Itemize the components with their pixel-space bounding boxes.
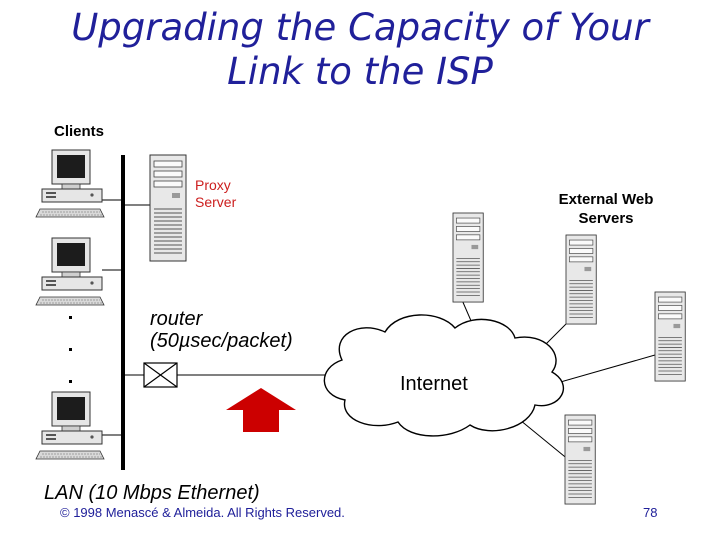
router-icon [143, 362, 178, 388]
client-pc-3 [35, 391, 105, 460]
router-label-line-1: router [150, 308, 203, 330]
proxy-label-line-2: Server [195, 194, 237, 210]
copyright-footer: © 1998 Menascé & Almeida. All Rights Res… [60, 505, 345, 520]
slide-title: Upgrading the Capacity of Your Link to t… [0, 6, 720, 94]
external-label-line-2: Servers [578, 210, 634, 227]
external-server-3 [654, 291, 686, 382]
clients-label: Clients [54, 123, 105, 140]
external-server-2 [565, 234, 597, 325]
external-server-4 [564, 414, 596, 505]
upgrade-arrow-icon [226, 388, 296, 432]
lan-label: LAN (10 Mbps Ethernet) [44, 482, 260, 504]
slide-title-line-1: Upgrading the Capacity of Your [71, 6, 649, 49]
proxy-server-tower [149, 154, 187, 262]
router-label: router (50µsec/packet) [150, 308, 293, 352]
internet-label: Internet [400, 373, 468, 395]
external-servers-label: External Web Servers [548, 190, 664, 228]
page-number: 78 [643, 505, 658, 520]
internet-cloud-icon [323, 314, 564, 437]
external-label-line-1: External Web [558, 191, 654, 208]
external-server-1 [452, 212, 484, 303]
more-clients-ellipsis [69, 316, 72, 383]
client-pc-1 [35, 149, 105, 218]
client-pc-2 [35, 237, 105, 306]
router-label-line-2: (50µsec/packet) [150, 330, 293, 352]
slide-title-line-2: Link to the ISP [227, 50, 493, 93]
proxy-label-line-1: Proxy [195, 177, 231, 193]
internet-link-3 [549, 354, 656, 386]
proxy-server-label: Proxy Server [195, 177, 236, 211]
